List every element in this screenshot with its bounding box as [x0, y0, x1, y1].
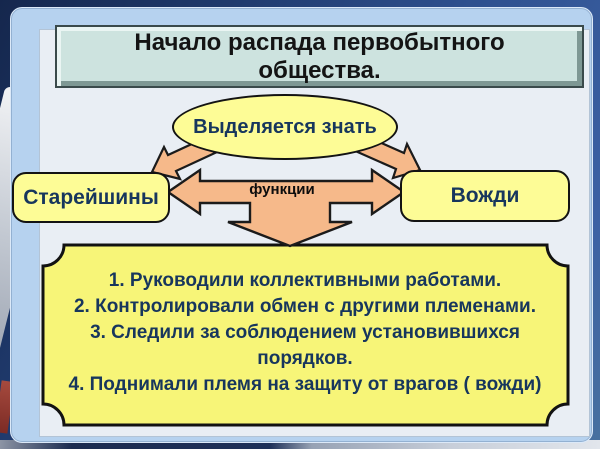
elders-box: Старейшины — [12, 172, 170, 223]
nobility-label: Выделяется знать — [193, 115, 377, 138]
plaque-shape — [41, 243, 570, 427]
nobility-ellipse: Выделяется знать — [172, 94, 398, 160]
function-item: 4. Поднимали племя на защиту от врагов (… — [68, 374, 542, 395]
background-bottom-band — [0, 440, 600, 449]
functions-list: 1. Руководили коллективными работами. 2.… — [55, 268, 555, 398]
chiefs-box: Вожди — [400, 170, 570, 222]
function-item: 2. Контролировали обмен с другими племен… — [73, 296, 537, 317]
chiefs-label: Вожди — [450, 184, 520, 207]
function-item: 1. Руководили коллективными работами. — [108, 270, 502, 291]
function-item: 3. Следили за соблюдением установившихся… — [90, 322, 520, 369]
page-title: Начало распада первобытного общества. — [134, 28, 505, 84]
functions-arrow-label: функции — [249, 181, 315, 198]
title-box: Начало распада первобытного общества. — [55, 25, 584, 88]
three-way-functions-arrow — [165, 167, 407, 248]
elders-label: Старейшины — [23, 185, 159, 209]
